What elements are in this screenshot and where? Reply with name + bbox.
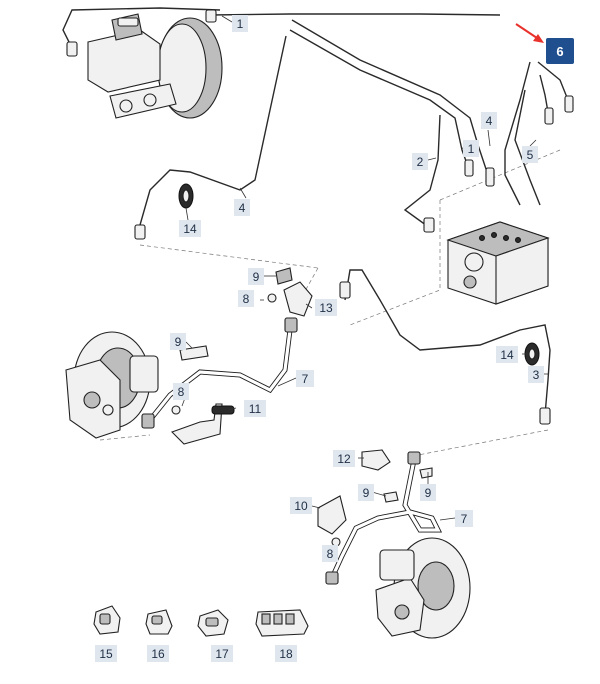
front-brake-hose: [141, 317, 298, 445]
callout-8c[interactable]: 8: [322, 545, 338, 562]
rear-brake-hose: [317, 449, 443, 585]
callout-7b[interactable]: 7: [455, 510, 473, 527]
svg-text:8: 8: [327, 547, 334, 561]
callout-3[interactable]: 3: [528, 366, 544, 383]
svg-text:6: 6: [556, 44, 563, 59]
svg-text:2: 2: [417, 155, 424, 169]
callout-7a[interactable]: 7: [296, 370, 314, 387]
rear-brake-assembly: [375, 537, 471, 639]
svg-text:9: 9: [363, 486, 370, 500]
svg-text:4: 4: [239, 201, 246, 215]
callout-11[interactable]: 11: [244, 400, 266, 417]
red-arrow-icon: [515, 23, 544, 43]
callout-6-highlighted[interactable]: 6: [546, 38, 574, 64]
svg-text:3: 3: [533, 368, 540, 382]
svg-text:8: 8: [178, 385, 185, 399]
callout-14b[interactable]: 14: [496, 346, 518, 363]
svg-text:9: 9: [253, 270, 260, 284]
callout-4b[interactable]: 4: [481, 112, 497, 129]
clip-18: [255, 609, 309, 637]
svg-text:14: 14: [500, 348, 514, 362]
svg-text:16: 16: [151, 647, 165, 661]
pipe-fittings: [66, 9, 574, 425]
callout-17[interactable]: 17: [211, 645, 233, 662]
clip-16: [145, 609, 173, 635]
callout-2[interactable]: 2: [412, 153, 428, 170]
callout-5[interactable]: 5: [522, 146, 538, 163]
svg-text:7: 7: [302, 372, 309, 386]
callout-1a[interactable]: 1: [232, 15, 248, 32]
svg-text:9: 9: [175, 335, 182, 349]
svg-text:8: 8: [243, 292, 250, 306]
svg-text:11: 11: [249, 402, 262, 416]
svg-text:13: 13: [319, 301, 333, 315]
svg-text:1: 1: [468, 142, 475, 156]
callout-9d[interactable]: 9: [420, 484, 436, 501]
bracket-13: [267, 267, 313, 317]
callout-18[interactable]: 18: [275, 645, 297, 662]
svg-text:4: 4: [486, 114, 493, 128]
svg-text:17: 17: [215, 647, 229, 661]
grommets: [178, 183, 540, 366]
callout-9c[interactable]: 9: [358, 484, 374, 501]
svg-text:10: 10: [294, 499, 308, 513]
front-brake-assembly: [65, 331, 159, 439]
svg-text:14: 14: [183, 222, 197, 236]
svg-text:12: 12: [337, 452, 351, 466]
clip-17: [197, 609, 229, 637]
callout-labels: 1 1 2 3 4 4 5 6: [95, 15, 574, 662]
svg-text:18: 18: [279, 647, 293, 661]
callout-8a[interactable]: 8: [173, 383, 189, 400]
callout-8b[interactable]: 8: [238, 290, 254, 307]
svg-text:9: 9: [425, 486, 432, 500]
callout-13[interactable]: 13: [315, 299, 337, 316]
master-cylinder-assembly: [87, 13, 223, 119]
callout-4a[interactable]: 4: [234, 199, 250, 216]
callout-10[interactable]: 10: [290, 497, 312, 514]
svg-text:1: 1: [237, 17, 244, 31]
callout-16[interactable]: 16: [147, 645, 169, 662]
callout-1b[interactable]: 1: [463, 140, 479, 157]
callout-12[interactable]: 12: [333, 450, 355, 467]
svg-text:5: 5: [527, 148, 534, 162]
abs-hydraulic-unit: [446, 221, 550, 305]
svg-text:15: 15: [99, 647, 113, 661]
callout-15[interactable]: 15: [95, 645, 117, 662]
callout-9b[interactable]: 9: [170, 333, 186, 350]
clip-15: [93, 605, 121, 635]
callout-14a[interactable]: 14: [179, 220, 201, 237]
callout-9a[interactable]: 9: [248, 268, 264, 285]
svg-text:7: 7: [461, 512, 468, 526]
